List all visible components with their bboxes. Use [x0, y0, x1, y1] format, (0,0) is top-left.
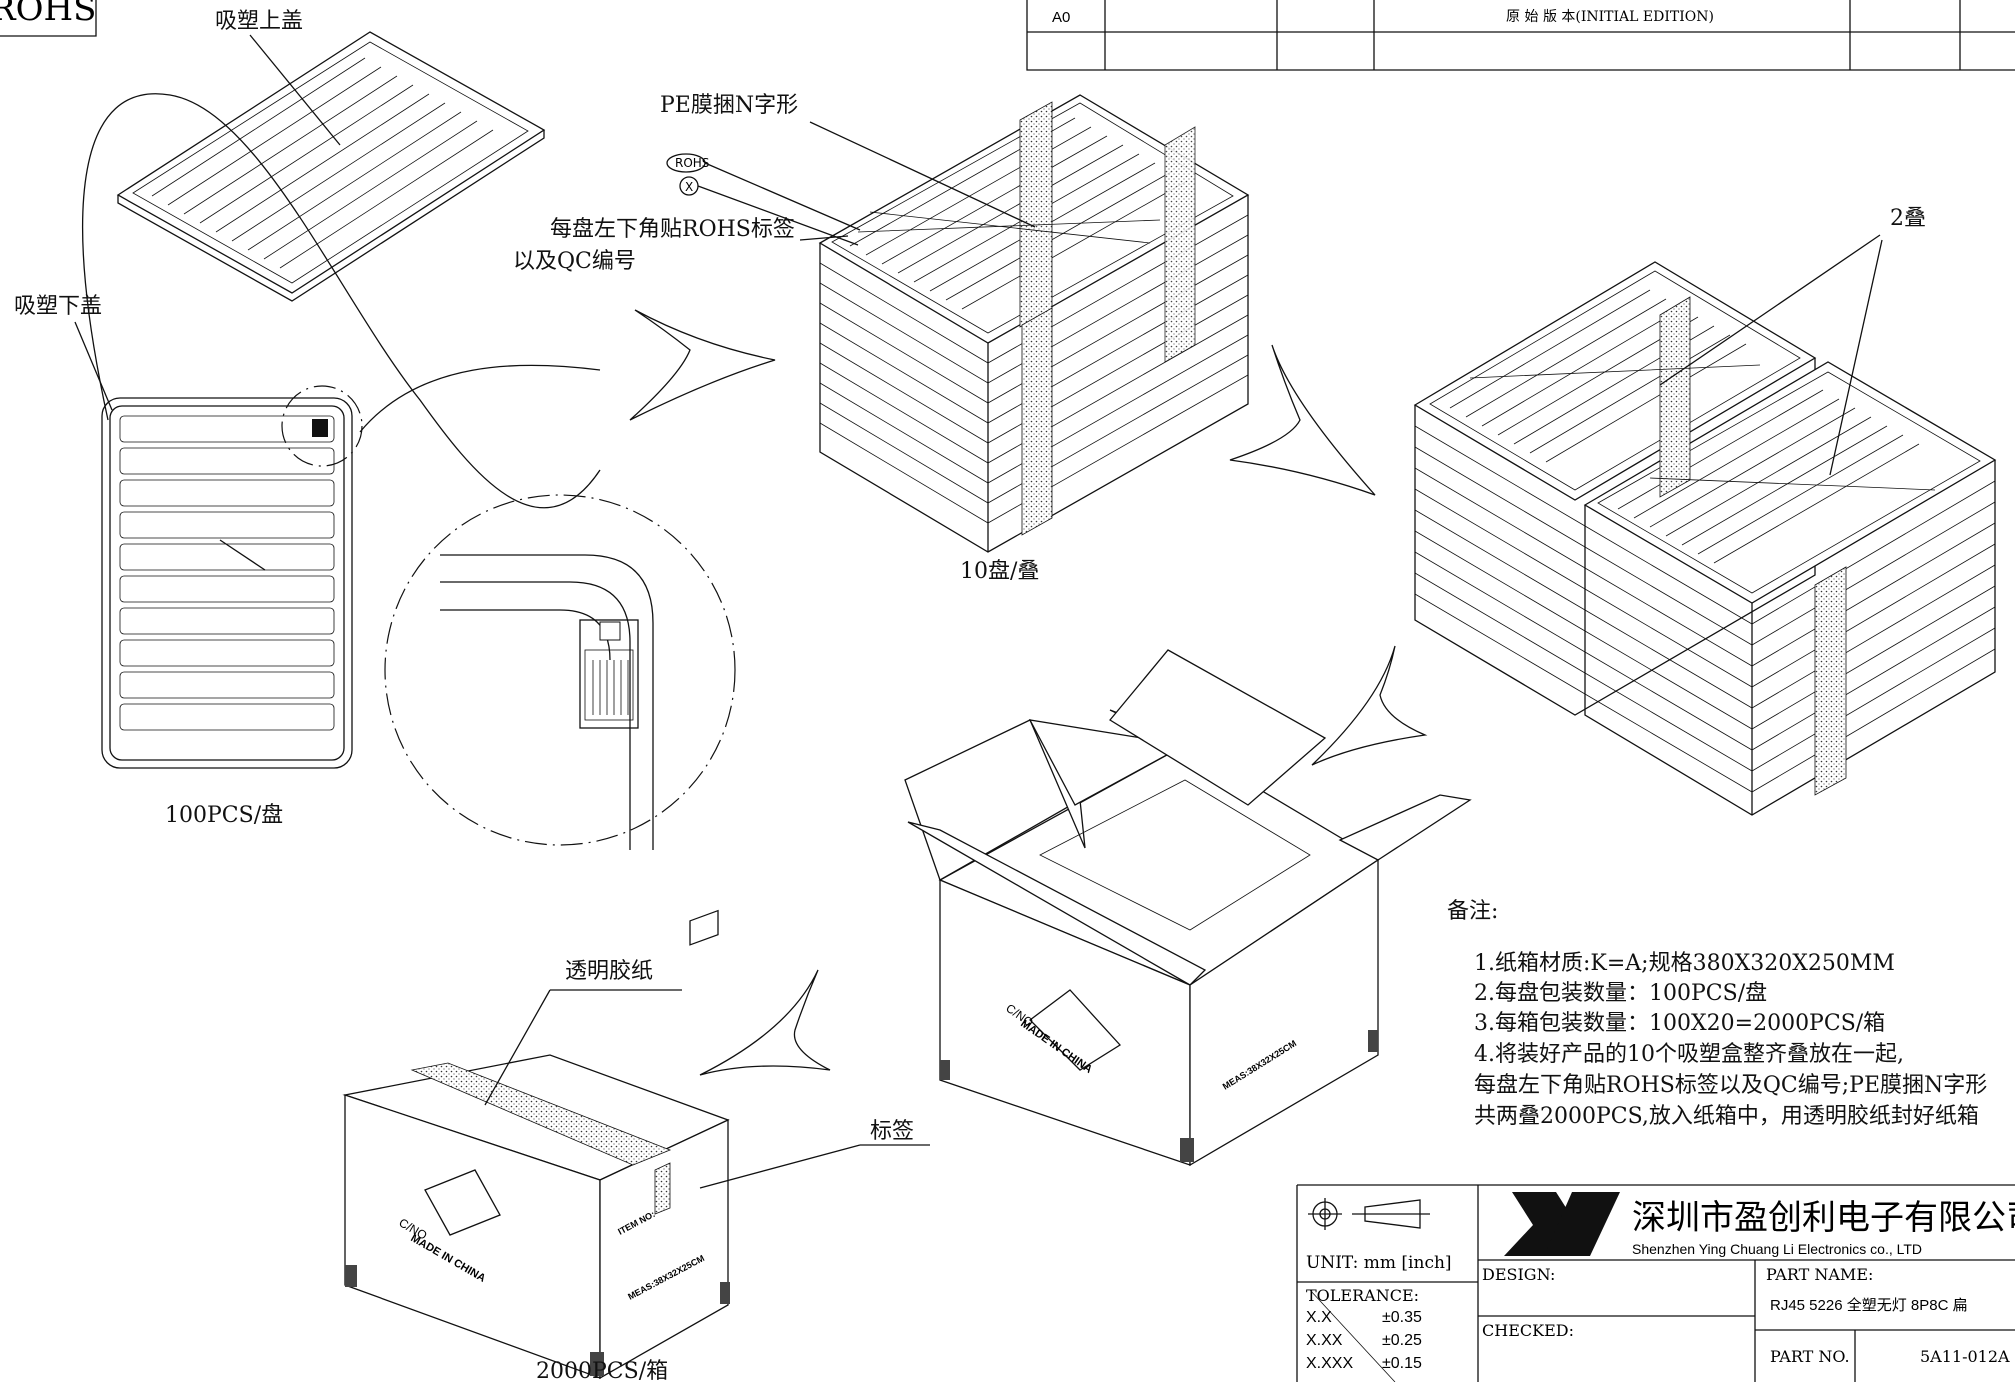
upper-cover-label: 吸塑上盖: [215, 9, 303, 34]
detail-zoom: [359, 364, 736, 850]
checked-label: CHECKED:: [1482, 1321, 1574, 1340]
tolerance-title: TOLERANCE:: [1306, 1286, 1419, 1305]
rohs-note-line1: 每盘左下角贴ROHS标签: [550, 217, 795, 242]
note-line-6: 共两叠2000PCS,放入纸箱中，用透明胶纸封好纸箱: [1474, 1104, 1979, 1129]
notes-title: 备注:: [1447, 899, 1498, 924]
note-line-5: 每盘左下角贴ROHS标签以及QC编号;PE膜捆N字形: [1474, 1073, 1987, 1098]
company-cn: 深圳市盈创利电子有限公司: [1632, 1198, 2015, 1238]
rohs-note-line2: 以及QC编号: [513, 249, 636, 274]
pcs-per-box-label: 2000PCS/箱: [536, 1359, 668, 1382]
corner-rohs-box: ROHS: [0, 0, 97, 37]
clear-tape-label: 透明胶纸: [565, 959, 653, 984]
ten-tray-stack: [818, 94, 1250, 553]
tol-val-2: ±0.25: [1382, 1332, 1422, 1349]
note-line-2: 2.每盘包装数量：100PCS/盘: [1474, 981, 1767, 1006]
part-name-label: PART NAME:: [1766, 1265, 1873, 1284]
two-stacks-label: 2叠: [1890, 206, 1926, 231]
pe-film-label: PE膜捆N字形: [660, 93, 798, 118]
rohs-tag: ROHS X: [666, 153, 861, 246]
sealed-carton: C/NO MADE IN CHINA ITEM NO: MEAS:38X32X2…: [342, 909, 730, 1380]
trays-per-stack-label: 10盘/叠: [960, 559, 1039, 584]
design-label: DESIGN:: [1482, 1265, 1555, 1284]
rohs-tag-text: ROHS: [675, 156, 709, 170]
company-en: Shenzhen Ying Chuang Li Electronics co.,…: [1632, 1241, 1922, 1257]
tol-val-3: ±0.15: [1382, 1355, 1422, 1372]
arrow-down-2: [699, 969, 831, 1076]
part-no-label: PART NO.: [1770, 1347, 1850, 1366]
tol-fmt-1: X.X: [1306, 1309, 1332, 1326]
note-line-1: 1.纸箱材质:K=A;规格380X320X250MM: [1474, 951, 1895, 976]
rev-desc: 原 始 版 本(INITIAL EDITION): [1506, 9, 1714, 25]
note-line-4: 4.将装好产品的10个吸塑盒整齐叠放在一起,: [1474, 1042, 1904, 1067]
double-stack: [1413, 261, 1997, 816]
x-tag-text: X: [685, 180, 693, 194]
tol-fmt-3: X.XXX: [1306, 1355, 1353, 1372]
open-carton: C/NO MADE IN CHINA MEAS:38X32X25CM: [904, 649, 1472, 1167]
lower-cover-tray: [101, 385, 363, 769]
part-name-value: RJ45 5226 全塑无灯 8P8C 扁: [1770, 1296, 1968, 1314]
upper-cover-tray: [116, 31, 546, 302]
tol-fmt-2: X.XX: [1306, 1332, 1343, 1349]
tol-val-1: ±0.35: [1382, 1309, 1422, 1326]
pcs-per-tray-label: 100PCS/盘: [165, 803, 283, 828]
company-logo: [1504, 1192, 1620, 1256]
corner-rohs-text: ROHS: [0, 0, 96, 29]
arrow-right-2: [1229, 344, 1376, 496]
arrow-right-1: [629, 309, 776, 421]
unit-label: UNIT: mm [inch]: [1306, 1253, 1452, 1273]
notes-block: 备注: 1.纸箱材质:K=A;规格380X320X250MM 2.每盘包装数量：…: [1447, 899, 1987, 1129]
arrow-down-1: [1311, 645, 1428, 766]
rev-a0: A0: [1052, 9, 1070, 26]
revision-table: A0 原 始 版 本(INITIAL EDITION): [1026, 0, 2015, 71]
note-line-3: 3.每箱包装数量：100X20=2000PCS/箱: [1474, 1011, 1885, 1036]
label-callout: 标签: [870, 1119, 914, 1144]
title-block: UNIT: mm [inch] 深圳市盈创利电子有限公司 Shenzhen Yi…: [1296, 1184, 2015, 1382]
part-no-value: 5A11-012A: [1920, 1347, 2010, 1366]
